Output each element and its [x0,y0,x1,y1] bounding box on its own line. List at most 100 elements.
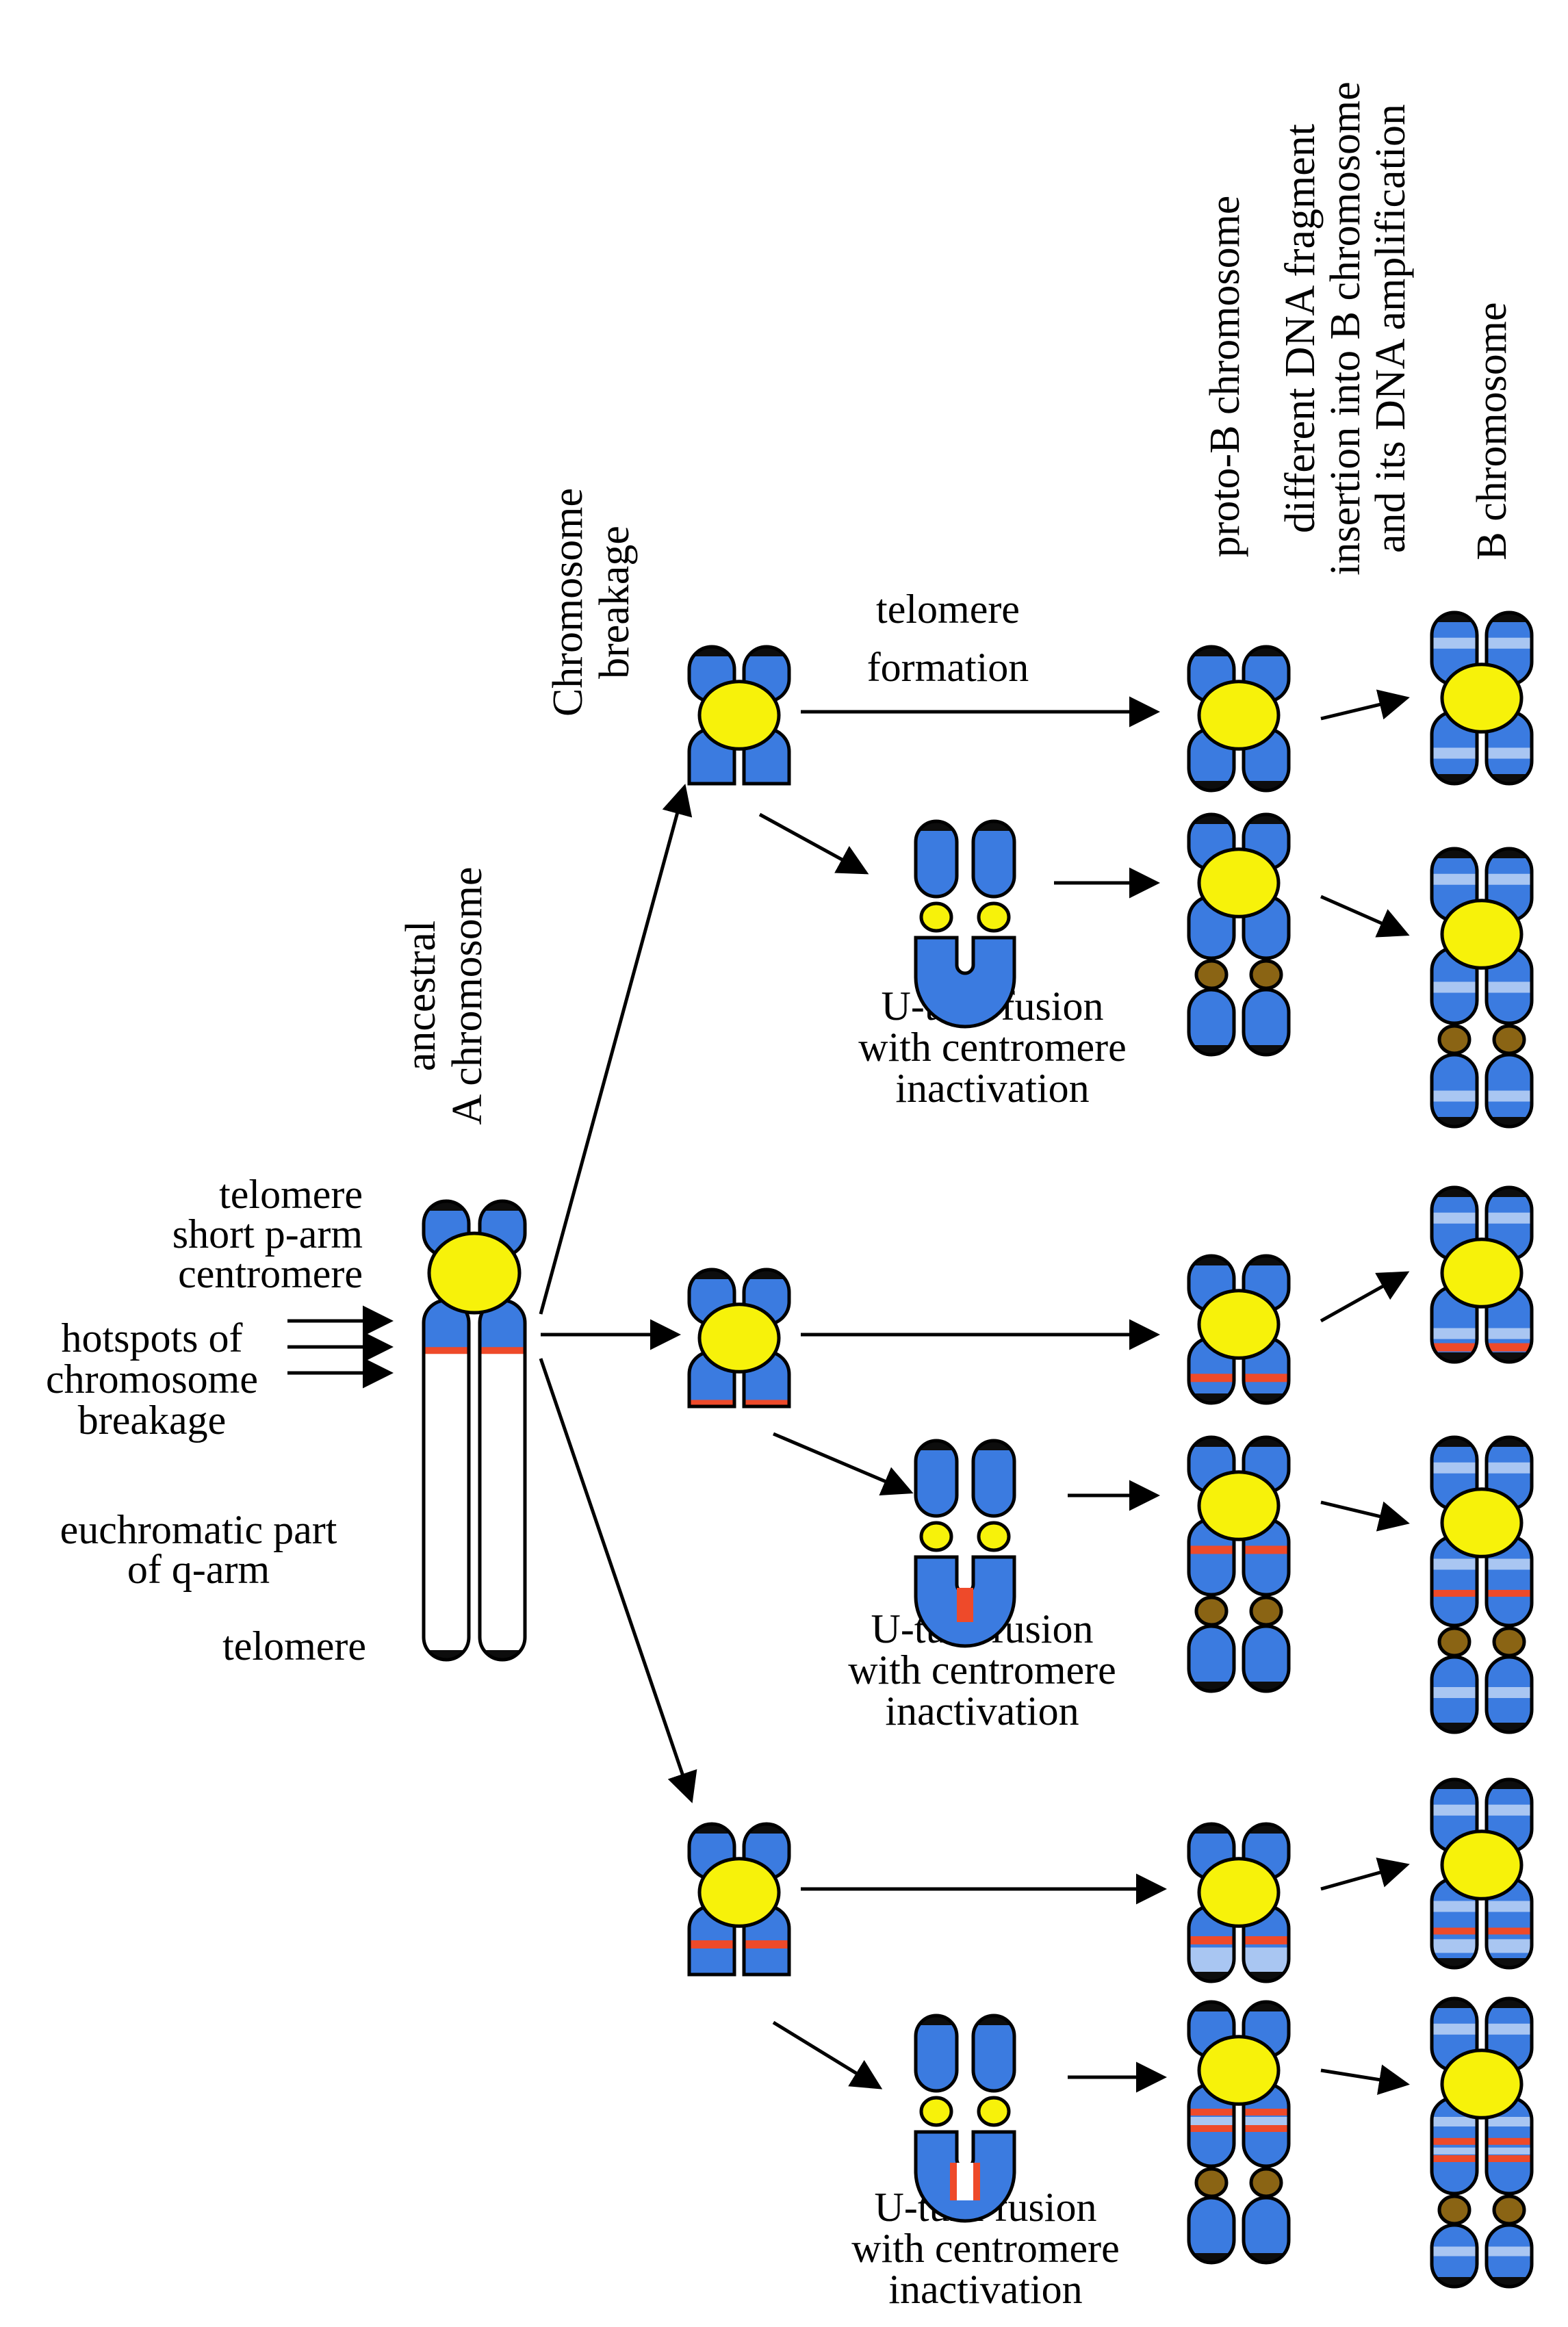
chromosome-arm [973,821,1014,897]
proto-b-chromosome-1 [1187,645,1291,793]
arm-outline [1430,1655,1479,1734]
header-breakage-line2: breakage [591,526,638,679]
dna-band [1487,2246,1532,2257]
hotspot-band [1244,2109,1289,2116]
label-uturn-2-line3: inactivation [885,1688,1079,1734]
chromosomes [422,610,1534,2289]
proto-b-chromosome-5 [1187,1822,1291,1983]
broken-chromosome-3 [687,1822,791,1977]
arm-outline [971,2014,1016,2093]
dna-band [1487,873,1532,885]
hotspot-band [1189,2109,1234,2116]
arm-outline [1187,2196,1236,2265]
hotspot-band [1487,1343,1532,1352]
chromosome-arm [1244,990,1289,1055]
dna-band [1487,1090,1532,1102]
small-centromere [919,901,953,933]
process-arrows [539,689,1410,2095]
arm-outline [914,1439,959,1518]
proto-b-chromosome-3 [1187,1254,1291,1405]
hotspot-band [1244,2125,1289,2132]
hotspot-band [424,1347,469,1354]
dna-band [1432,2023,1477,2035]
arm-outline [1187,2000,1236,2059]
dna-band [1432,1901,1477,1912]
dna-band [1432,747,1477,759]
active-centromere [1197,1289,1281,1360]
inactive-centromere [1194,959,1229,990]
arm-outline [1242,2196,1291,2265]
arm-outline [1430,1777,1479,1853]
arm-outline [1187,1904,1236,1983]
header-insertion: different DNA fragmentinsertion into B c… [1277,81,1414,576]
arm-outline [914,819,959,899]
arm-outline [1485,1655,1534,1734]
hotspot-band [1432,2137,1477,2145]
proto-b-chromosome-4 [1187,1435,1291,1693]
chromosome-arm [1244,2198,1289,2263]
dna-band [1487,1687,1532,1698]
chromosome-arm [916,1441,957,1516]
label-uturn-3-line2: with centromere [851,2226,1120,2271]
inactive-centromere [1194,1595,1229,1627]
fusion-hotspot [973,2163,980,2200]
dna-band [1432,637,1477,649]
dna-band [1244,2117,1289,2126]
arm-outline [1430,1185,1479,1261]
hotspot-band [1432,1927,1477,1935]
header-ancestral: ancestralA chromosome [398,866,491,1124]
dna-band [1487,2117,1532,2126]
dna-band [1487,1558,1532,1570]
label-euchromatic-line1: euchromatic part [60,1507,337,1552]
small-centromere [919,1521,953,1552]
ancestral-a-chromosome [422,1199,527,1662]
active-centromere [697,680,781,751]
active-centromere [1197,2035,1281,2106]
hotspot-band [1487,2155,1532,2162]
hotspot-band [1189,2125,1234,2132]
chromosome-arm [480,1300,525,1660]
hotspot-band [1244,1545,1289,1554]
arm-outline [1187,812,1236,871]
hotspot-band [1189,1936,1234,1944]
dna-band [1432,1939,1477,1953]
proto-b-chromosome-2 [1187,812,1291,1057]
header-ancestral-line2: A chromosome [444,866,491,1124]
hotspot-band [1189,1545,1234,1554]
broken-chromosome-2 [687,1268,791,1409]
arm-outline [1430,847,1479,923]
dna-band [1432,1328,1477,1339]
active-centromere [1440,1487,1524,1558]
dna-band [1487,1804,1532,1816]
b-chromosome-1 [1430,610,1534,786]
inactive-centromere [1249,959,1283,990]
chromosome-arm [916,821,957,897]
label-uturn-1-line2: with centromere [858,1025,1127,1070]
hotspot-band [1432,1343,1477,1352]
hotspot-band [480,1347,525,1354]
arm-outline [1187,727,1236,793]
active-centromere [697,1857,781,1928]
label-hotspots-line2: chromosome [46,1357,258,1402]
arm-outline [1430,1877,1479,1970]
arm-outline [971,1439,1016,1518]
arm-outline [1430,1053,1479,1129]
hotspot-band [1244,1374,1289,1383]
header-proto-b: proto-B chromosome [1202,196,1248,558]
active-centromere [1440,1829,1524,1901]
arm-outline [914,2014,959,2093]
inactive-centromere [1492,1024,1526,1055]
inactive-centromere [1437,1626,1471,1658]
chromosome-arm [916,2016,957,2091]
dna-band [1432,2246,1477,2257]
dna-band [1432,1212,1477,1224]
label-euchromatic-line2: of q-arm [127,1547,270,1592]
arm-outline [971,819,1016,899]
dna-band [1487,1901,1532,1912]
label-telomere-formation-line1: telomere [876,587,1020,632]
label-telomere-top: telomere [219,1172,363,1217]
arm-outline [1187,895,1236,960]
label-uturn-1-line3: inactivation [895,1066,1089,1111]
arm-outline [687,1268,736,1326]
